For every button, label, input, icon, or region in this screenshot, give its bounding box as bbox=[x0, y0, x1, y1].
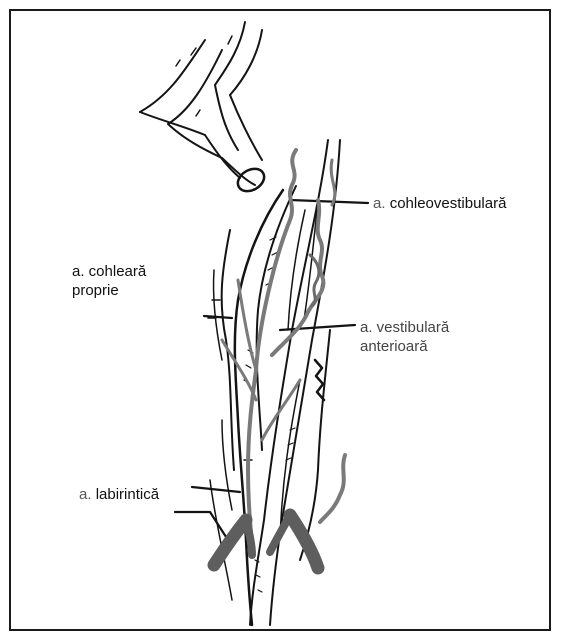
label-line-2: anterioară bbox=[360, 337, 449, 356]
labyrinthine-artery-branches bbox=[214, 150, 345, 568]
label-line-2: proprie bbox=[72, 281, 146, 300]
label-proper-cochlear-artery: a. cohleară proprie bbox=[72, 262, 146, 300]
label-labyrinthine-artery: a. labirintică bbox=[79, 485, 159, 504]
label-line-1: a. vestibulară bbox=[360, 318, 449, 337]
label-prefix: a. bbox=[79, 486, 92, 503]
label-line-1: a. cohleară bbox=[72, 262, 146, 281]
leader-lines bbox=[175, 200, 368, 540]
label-anterior-vestibular-artery: a. vestibulară anterioară bbox=[360, 318, 449, 356]
label-text: cohleovestibulară bbox=[390, 195, 507, 212]
label-text: labirintică bbox=[96, 486, 159, 503]
label-cohleovestibular-artery: a. cohleovestibulară bbox=[373, 194, 506, 213]
label-prefix: a. bbox=[373, 195, 386, 212]
upper-nerve-branch bbox=[140, 22, 268, 196]
